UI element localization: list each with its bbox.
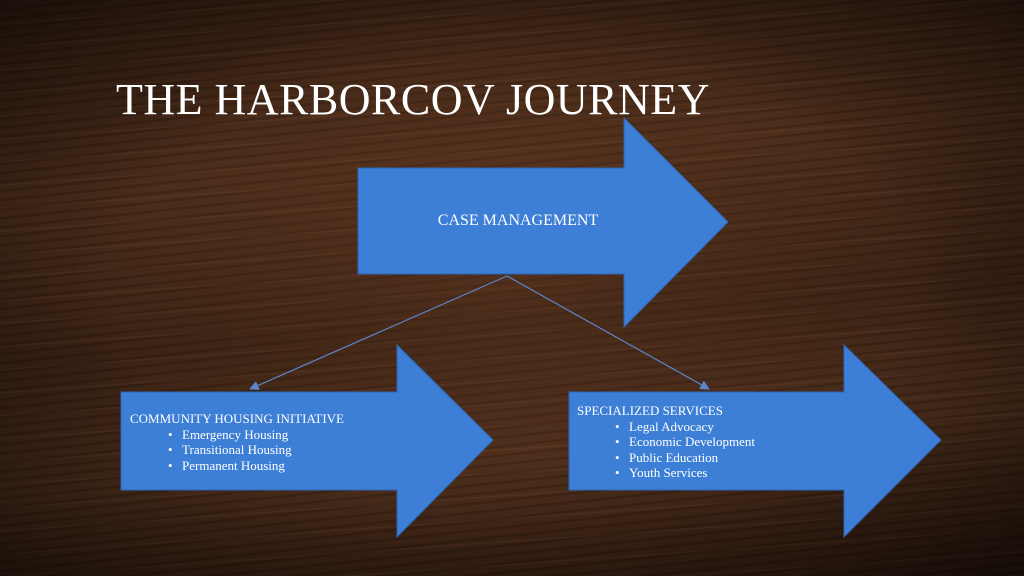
list-item: Economic Development [615, 434, 755, 450]
list-item: Youth Services [615, 465, 755, 481]
case-management-label: CASE MANAGEMENT [437, 212, 599, 229]
case-management-arrow [357, 116, 729, 329]
specialized-services-arrow [568, 343, 942, 539]
slide-title: THE HARBORCOV JOURNEY [116, 75, 710, 124]
specialized-services-list: Legal Advocacy Economic Development Publ… [615, 419, 755, 481]
list-item: Transitional Housing [168, 442, 344, 458]
community-housing-text: COMMUNITY HOUSING INITIATIVE Emergency H… [130, 411, 344, 473]
list-item: Public Education [615, 450, 755, 466]
community-housing-list: Emergency Housing Transitional Housing P… [168, 427, 344, 474]
list-item: Legal Advocacy [615, 419, 755, 435]
community-housing-heading: COMMUNITY HOUSING INITIATIVE [130, 411, 344, 426]
list-item: Emergency Housing [168, 427, 344, 443]
connector-to-community-housing [249, 275, 508, 390]
connector-to-specialized-services [506, 275, 710, 390]
specialized-services-text: SPECIALIZED SERVICES Legal Advocacy Econ… [577, 403, 755, 481]
specialized-services-heading: SPECIALIZED SERVICES [577, 403, 723, 418]
list-item: Permanent Housing [168, 458, 344, 474]
